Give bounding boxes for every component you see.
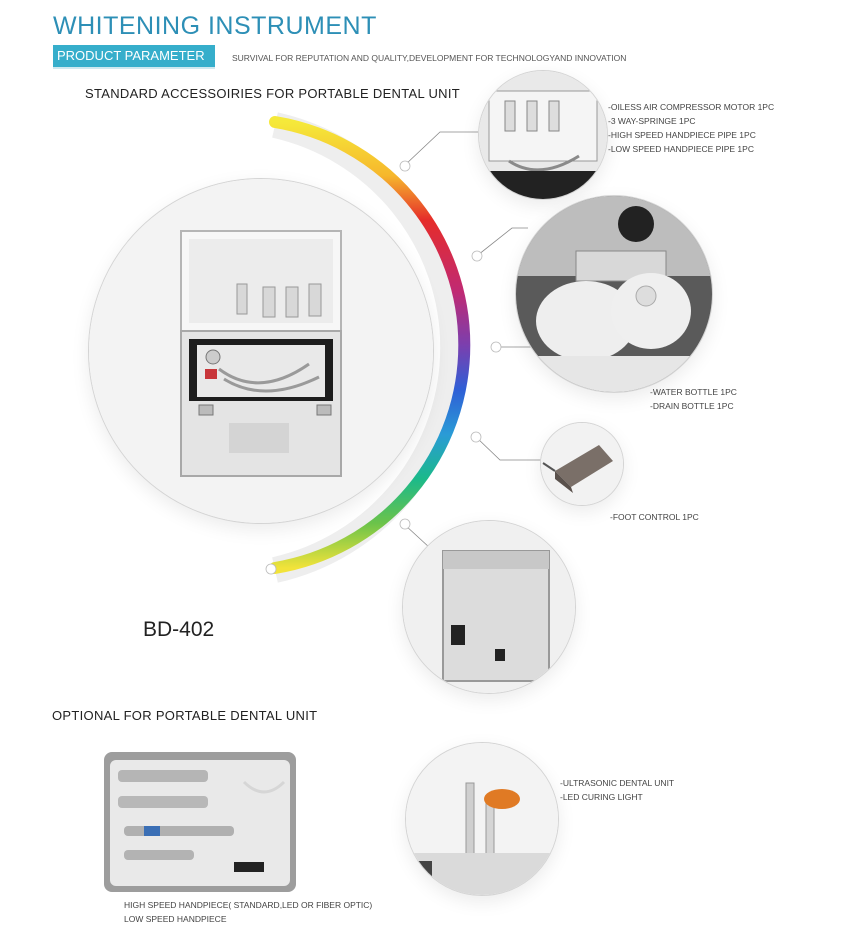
arc-dot (490, 341, 502, 353)
list-item: -OILESS AIR COMPRESSOR MOTOR 1PC (608, 102, 775, 112)
ultrasonic-unit-image (405, 742, 559, 896)
arc-dot (471, 250, 483, 262)
connector-5 (404, 524, 431, 549)
connector-4 (475, 436, 542, 461)
bottle-illustration (516, 196, 712, 392)
list-item: -HIGH SPEED HANDPIECE PIPE 1PC (608, 130, 756, 140)
list-item: -WATER BOTTLE 1PC (650, 387, 737, 397)
rainbow-arc (269, 116, 471, 574)
compressor-handpiece-image (478, 70, 608, 200)
handpiece-kit-illustration (110, 760, 290, 886)
handpiece-holder-illustration (479, 71, 607, 199)
device-list: -ULTRASONIC DENTAL UNIT -LED CURING LIGH… (560, 776, 674, 804)
list-item: -LED CURING LIGHT (560, 792, 643, 802)
list-item: -DRAIN BOTTLE 1PC (650, 401, 734, 411)
list-item: -3 WAY-SPRINGE 1PC (608, 116, 696, 126)
handpiece-kit-image (104, 752, 296, 892)
standard-heading: STANDARD ACCESSOIRIES FOR PORTABLE DENTA… (85, 86, 460, 101)
arc-dot (265, 563, 277, 575)
accessory-list-3: -FOOT CONTROL 1PC (610, 510, 699, 524)
dental-unit-case-illustration (89, 179, 433, 523)
foot-control-image (540, 422, 624, 506)
foot-pedal-illustration (541, 423, 623, 505)
case-back-image (402, 520, 576, 694)
list-item: LOW SPEED HANDPIECE (124, 914, 227, 924)
list-item: HIGH SPEED HANDPIECE( STANDARD,LED OR FI… (124, 900, 373, 910)
main-product-image (88, 178, 434, 524)
list-item: -FOOT CONTROL 1PC (610, 512, 699, 522)
case-rear-illustration (403, 521, 575, 693)
arc-dot (399, 518, 411, 530)
tagline: SURVIVAL FOR REPUTATION AND QUALITY,DEVE… (232, 53, 627, 63)
accessory-list-1: -OILESS AIR COMPRESSOR MOTOR 1PC -3 WAY-… (608, 100, 774, 156)
arc-dot (399, 160, 411, 172)
optional-heading: OPTIONAL FOR PORTABLE DENTAL UNIT (52, 708, 318, 723)
ultrasonic-illustration (406, 743, 558, 895)
model-number: BD-402 (143, 618, 215, 641)
connector-1 (404, 131, 478, 166)
handpiece-list: HIGH SPEED HANDPIECE( STANDARD,LED OR FI… (124, 898, 372, 926)
page-title: WHITENING INSTRUMENT (53, 12, 377, 40)
accessory-list-2: -WATER BOTTLE 1PC -DRAIN BOTTLE 1PC (650, 385, 737, 413)
connector-2 (477, 227, 528, 256)
arc-dot (470, 431, 482, 443)
badge-underline (53, 67, 215, 69)
list-item: -LOW SPEED HANDPIECE PIPE 1PC (608, 144, 754, 154)
section-badge: PRODUCT PARAMETER (53, 45, 215, 67)
water-bottle-image (515, 195, 713, 393)
list-item: -ULTRASONIC DENTAL UNIT (560, 778, 675, 788)
